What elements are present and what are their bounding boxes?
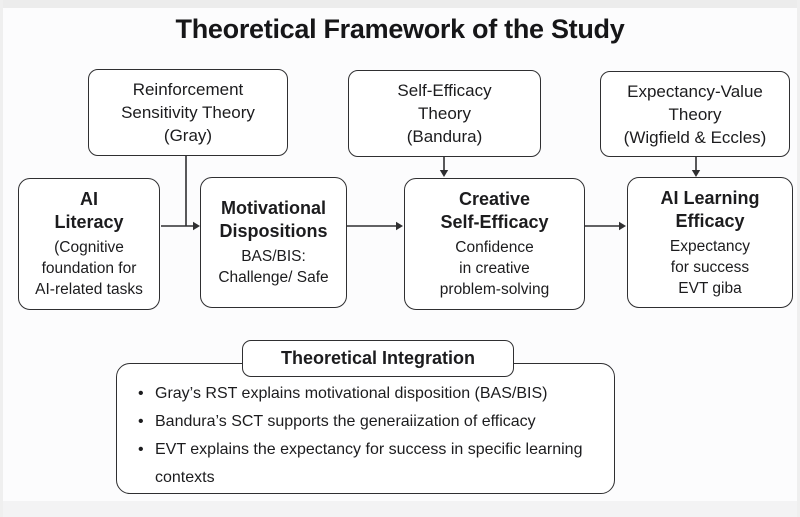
- construct-heading: AI Learning Efficacy: [660, 187, 760, 231]
- arrow-creative-self-efficacy-to-ai-learning-efficacy: [585, 221, 626, 231]
- right-edge-strip: [797, 0, 800, 517]
- theory-box-label: Reinforcement Sensitivity Theory (Gray): [121, 80, 255, 145]
- page-title: Theoretical Framework of the Study: [175, 14, 625, 44]
- construct-box-motivational-dispositions: Motivational Dispositions BAS/BIS: Chall…: [200, 177, 347, 308]
- left-edge-strip: [0, 0, 3, 517]
- theoretical-integration-title: Theoretical Integration: [280, 348, 476, 368]
- theory-box-reinforcement-sensitivity: Reinforcement Sensitivity Theory (Gray): [88, 69, 288, 156]
- top-edge-strip: [0, 0, 800, 8]
- theoretical-integration-title-tab: Theoretical Integration: [242, 340, 514, 377]
- construct-description: (Cognitive foundation for AI-related tas…: [35, 239, 143, 298]
- construct-description: BAS/BIS: Challenge/ Safe: [218, 248, 329, 286]
- construct-heading: Creative Self-Efficacy: [440, 189, 549, 232]
- construct-box-creative-self-efficacy: Creative Self-Efficacy Confidence in cre…: [404, 178, 585, 310]
- arrow-ai-literacy-to-motivational-dispositions: [161, 221, 200, 231]
- construct-heading: AI Literacy: [54, 189, 124, 232]
- construct-box-ai-literacy: AI Literacy (Cognitive foundation for AI…: [18, 178, 160, 310]
- theory-box-label: Expectancy-Value Theory (Wigfield & Eccl…: [623, 81, 767, 147]
- construct-description: Confidence in creative problem-solving: [439, 239, 550, 298]
- arrow-motivational-dispositions-to-creative-self-efficacy: [347, 221, 403, 231]
- construct-box-ai-learning-efficacy: AI Learning Efficacy Expectancy for succ…: [627, 177, 793, 308]
- construct-description: Expectancy for success EVT giba: [669, 237, 751, 297]
- theory-box-label: Self-Efficacy Theory (Bandura): [397, 81, 492, 146]
- integration-bullet-list: Gray’s RST explains motivational disposi…: [138, 380, 600, 492]
- arrow-self-efficacy-theory-down: [439, 157, 449, 177]
- construct-heading: Motivational Dispositions: [219, 198, 328, 241]
- integration-bullet: Gray’s RST explains motivational disposi…: [138, 380, 600, 408]
- integration-bullet: Bandura’s SCT supports the generaiizatio…: [138, 408, 600, 436]
- integration-bullet: EVT explains the expectancy for success …: [138, 436, 600, 492]
- theory-box-expectancy-value: Expectancy-Value Theory (Wigfield & Eccl…: [600, 71, 790, 157]
- bottom-edge-strip: [0, 501, 800, 517]
- arrow-expectancy-value-theory-down: [691, 157, 701, 177]
- theory-box-self-efficacy: Self-Efficacy Theory (Bandura): [348, 70, 541, 157]
